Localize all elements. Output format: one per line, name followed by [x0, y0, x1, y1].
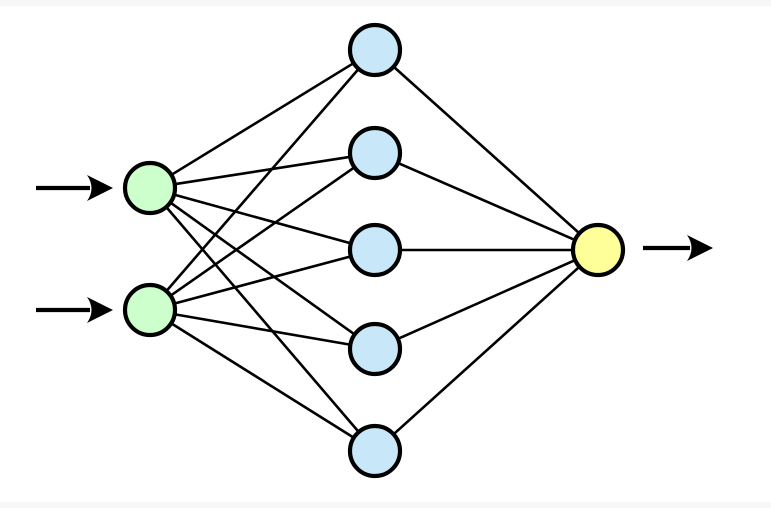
hidden-node-3-circle[interactable] [347, 222, 403, 278]
node-h1[interactable] [347, 22, 403, 78]
node-h5[interactable] [347, 423, 403, 479]
node-o1[interactable] [570, 222, 626, 278]
hidden-node-1-circle[interactable] [347, 22, 403, 78]
in-arrow-2 [36, 297, 113, 323]
node-h4[interactable] [347, 321, 403, 377]
edge-i1-h2 [172, 155, 353, 186]
edge-h2-o1 [395, 161, 578, 242]
node-i2[interactable] [122, 282, 178, 338]
hidden-node-4-circle[interactable] [347, 321, 403, 377]
edge-i1-h5 [164, 204, 361, 435]
in-arrow-2-head [87, 297, 113, 323]
hidden-node-2-circle[interactable] [347, 125, 403, 181]
edge-i1-h1 [169, 61, 356, 177]
input-node-1-circle[interactable] [122, 160, 178, 216]
edge-i2-h4 [172, 312, 353, 347]
edge-i2-h2 [168, 165, 357, 298]
edge-i2-h3 [171, 254, 354, 306]
in-arrow-1-head [87, 175, 113, 201]
edge-i1-h4 [168, 200, 357, 337]
node-h3[interactable] [347, 222, 403, 278]
node-h2[interactable] [347, 125, 403, 181]
edge-h1-o1 [391, 64, 582, 236]
edge-i2-h1 [164, 66, 361, 294]
node-i1[interactable] [122, 160, 178, 216]
input-node-2-circle[interactable] [122, 282, 178, 338]
out-arrow-1-head [687, 235, 713, 261]
edge-h4-o1 [395, 258, 578, 341]
nodes-group [122, 22, 626, 479]
in-arrow-1 [36, 175, 113, 201]
output-node-1-circle[interactable] [570, 222, 626, 278]
io-arrows-group [36, 175, 713, 323]
edge-i1-h3 [171, 193, 354, 245]
edge-i2-h5 [169, 321, 356, 440]
out-arrow-1 [643, 235, 713, 261]
edges-group [164, 61, 582, 440]
hidden-node-5-circle[interactable] [347, 423, 403, 479]
edge-h5-o1 [391, 264, 582, 437]
